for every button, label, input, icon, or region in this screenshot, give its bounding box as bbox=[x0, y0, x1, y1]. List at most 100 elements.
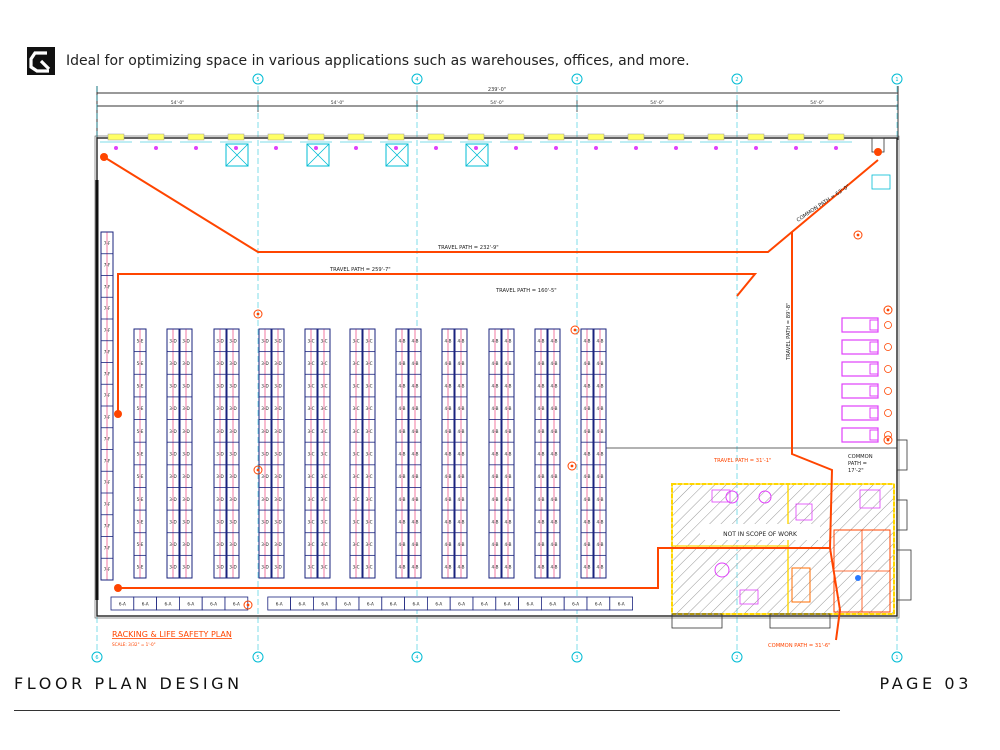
dock-leveler bbox=[467, 133, 485, 141]
dock-leveler bbox=[307, 133, 325, 141]
rack-label: 4-B bbox=[445, 452, 452, 457]
egress-paths bbox=[103, 156, 879, 641]
rack-label: 3-D bbox=[216, 406, 223, 411]
rack-label: 3-D bbox=[169, 519, 176, 524]
rack-row: 3-D3-D3-D3-D3-D3-D3-D3-D3-D3-D3-D bbox=[179, 328, 193, 579]
chair bbox=[869, 429, 879, 441]
dock-leveler bbox=[427, 133, 445, 141]
rack-label: 3-C bbox=[352, 452, 359, 457]
grid-bubble bbox=[731, 651, 743, 663]
office-desk bbox=[795, 503, 813, 521]
rack-label: 6-A bbox=[618, 602, 625, 607]
rack-row: 4-B4-B4-B4-B4-B4-B4-B4-B4-B4-B4-B bbox=[593, 328, 607, 579]
path-origin bbox=[114, 410, 122, 418]
rack-label: 4-B bbox=[399, 384, 406, 389]
rack-label: 4-B bbox=[445, 565, 452, 570]
rack-label: 4-B bbox=[399, 542, 406, 547]
rack-label: 4-B bbox=[584, 338, 591, 343]
rack-label: 4-B bbox=[458, 406, 465, 411]
dock-light bbox=[634, 146, 638, 150]
rack-label: 4-B bbox=[399, 452, 406, 457]
rack-row: 3-C3-C3-C3-C3-C3-C3-C3-C3-C3-C3-C bbox=[362, 328, 376, 579]
rack-label: 5-E bbox=[137, 406, 144, 411]
column-box bbox=[385, 143, 409, 167]
dock-leveler bbox=[747, 133, 765, 141]
rack-label: 3-C bbox=[365, 338, 372, 343]
rack-row: 4-B4-B4-B4-B4-B4-B4-B4-B4-B4-B4-B bbox=[580, 328, 594, 579]
rack-row: 3-C3-C3-C3-C3-C3-C3-C3-C3-C3-C3-C bbox=[304, 328, 318, 579]
rack-label: 4-B bbox=[584, 542, 591, 547]
rack-label: 4-B bbox=[492, 519, 499, 524]
rack-label: 4-B bbox=[458, 519, 465, 524]
rack-label: 3-C bbox=[352, 542, 359, 547]
rack-label: 3-D bbox=[274, 474, 281, 479]
rack-label: 4-B bbox=[412, 542, 419, 547]
rack-label: 3-D bbox=[274, 406, 281, 411]
rack-label: 3-D bbox=[216, 338, 223, 343]
building-walls bbox=[94, 135, 900, 619]
rack-label: 4-B bbox=[399, 474, 406, 479]
common-path-label: COMMON PATH = 63'-0" bbox=[796, 184, 851, 224]
rack-row: 3-D3-D3-D3-D3-D3-D3-D3-D3-D3-D3-D bbox=[258, 328, 272, 579]
rack-row: 4-B4-B4-B4-B4-B4-B4-B4-B4-B4-B4-B bbox=[534, 328, 548, 579]
rack-label: 3-D bbox=[274, 542, 281, 547]
page-number: PAGE 03 bbox=[879, 674, 972, 693]
rack-label: 3-C bbox=[365, 474, 372, 479]
rack-label: 4-B bbox=[551, 474, 558, 479]
rack-label: 3-C bbox=[307, 474, 314, 479]
dock-leveler bbox=[227, 133, 245, 141]
rack-label: 7-F bbox=[104, 458, 111, 463]
rack-label: 3-D bbox=[229, 474, 236, 479]
rack-label: 5-E bbox=[137, 452, 144, 457]
rack-label: 4-B bbox=[551, 406, 558, 411]
rack-label: 4-B bbox=[412, 519, 419, 524]
extinguisher-icon bbox=[883, 305, 893, 315]
rack-label: 4-B bbox=[538, 361, 545, 366]
travel-path-label: TRAVEL PATH = 89'-8" bbox=[786, 303, 792, 361]
rack-label: 4-B bbox=[492, 406, 499, 411]
rack-label: 5-E bbox=[137, 565, 144, 570]
rack-row: 3-D3-D3-D3-D3-D3-D3-D3-D3-D3-D3-D bbox=[271, 328, 285, 579]
rack-label: 4-B bbox=[584, 519, 591, 524]
rack-label: 7-F bbox=[104, 480, 111, 485]
grid-bubble-label: 3 bbox=[575, 77, 578, 83]
bay-dimension: 54'-0" bbox=[331, 100, 345, 106]
travel-path-label: TRAVEL PATH = 232'-9" bbox=[437, 245, 499, 251]
rack-label: 4-B bbox=[412, 384, 419, 389]
rack-label: 4-B bbox=[445, 519, 452, 524]
rack-rows: 5-E5-E5-E5-E5-E5-E5-E5-E5-E5-E5-E3-D3-D3… bbox=[100, 230, 893, 611]
rack-label: 6-A bbox=[142, 602, 149, 607]
rack-label: 3-D bbox=[216, 519, 223, 524]
rack-row: 4-B4-B4-B4-B4-B4-B4-B4-B4-B4-B4-B bbox=[395, 328, 409, 579]
rack-label: 6-A bbox=[299, 602, 306, 607]
dock-light bbox=[754, 146, 758, 150]
header: Ideal for optimizing space in various ap… bbox=[27, 47, 690, 75]
rack-label: 4-B bbox=[412, 338, 419, 343]
rack-label: 4-B bbox=[584, 565, 591, 570]
rack-label: 3-D bbox=[229, 565, 236, 570]
dock-leveler bbox=[787, 133, 805, 141]
rack-label: 6-A bbox=[435, 602, 442, 607]
rack-label: 6-A bbox=[481, 602, 488, 607]
rack-label: 4-B bbox=[399, 338, 406, 343]
rack-label: 5-E bbox=[137, 338, 144, 343]
rack-label: 3-D bbox=[169, 338, 176, 343]
rack-label: 4-B bbox=[584, 361, 591, 366]
grid-bubble-label: 1 bbox=[895, 77, 898, 83]
column-box bbox=[225, 143, 249, 167]
rack-label: 4-B bbox=[551, 565, 558, 570]
rack-label: 3-D bbox=[261, 452, 268, 457]
rack-label: 6-A bbox=[187, 602, 194, 607]
rack-label: 4-B bbox=[445, 361, 452, 366]
rack-label: 4-B bbox=[399, 406, 406, 411]
rack-label: 4-B bbox=[505, 338, 512, 343]
rack-label: 3-D bbox=[182, 452, 189, 457]
rack-label: 4-B bbox=[492, 361, 499, 366]
rack-label: 3-C bbox=[307, 406, 314, 411]
rack-label: 7-F bbox=[104, 371, 111, 376]
rack-label: 4-B bbox=[492, 565, 499, 570]
rack-label: 7-F bbox=[104, 524, 111, 529]
grid-bubble bbox=[731, 73, 743, 85]
bay-dimension: 54'-0" bbox=[490, 100, 504, 106]
